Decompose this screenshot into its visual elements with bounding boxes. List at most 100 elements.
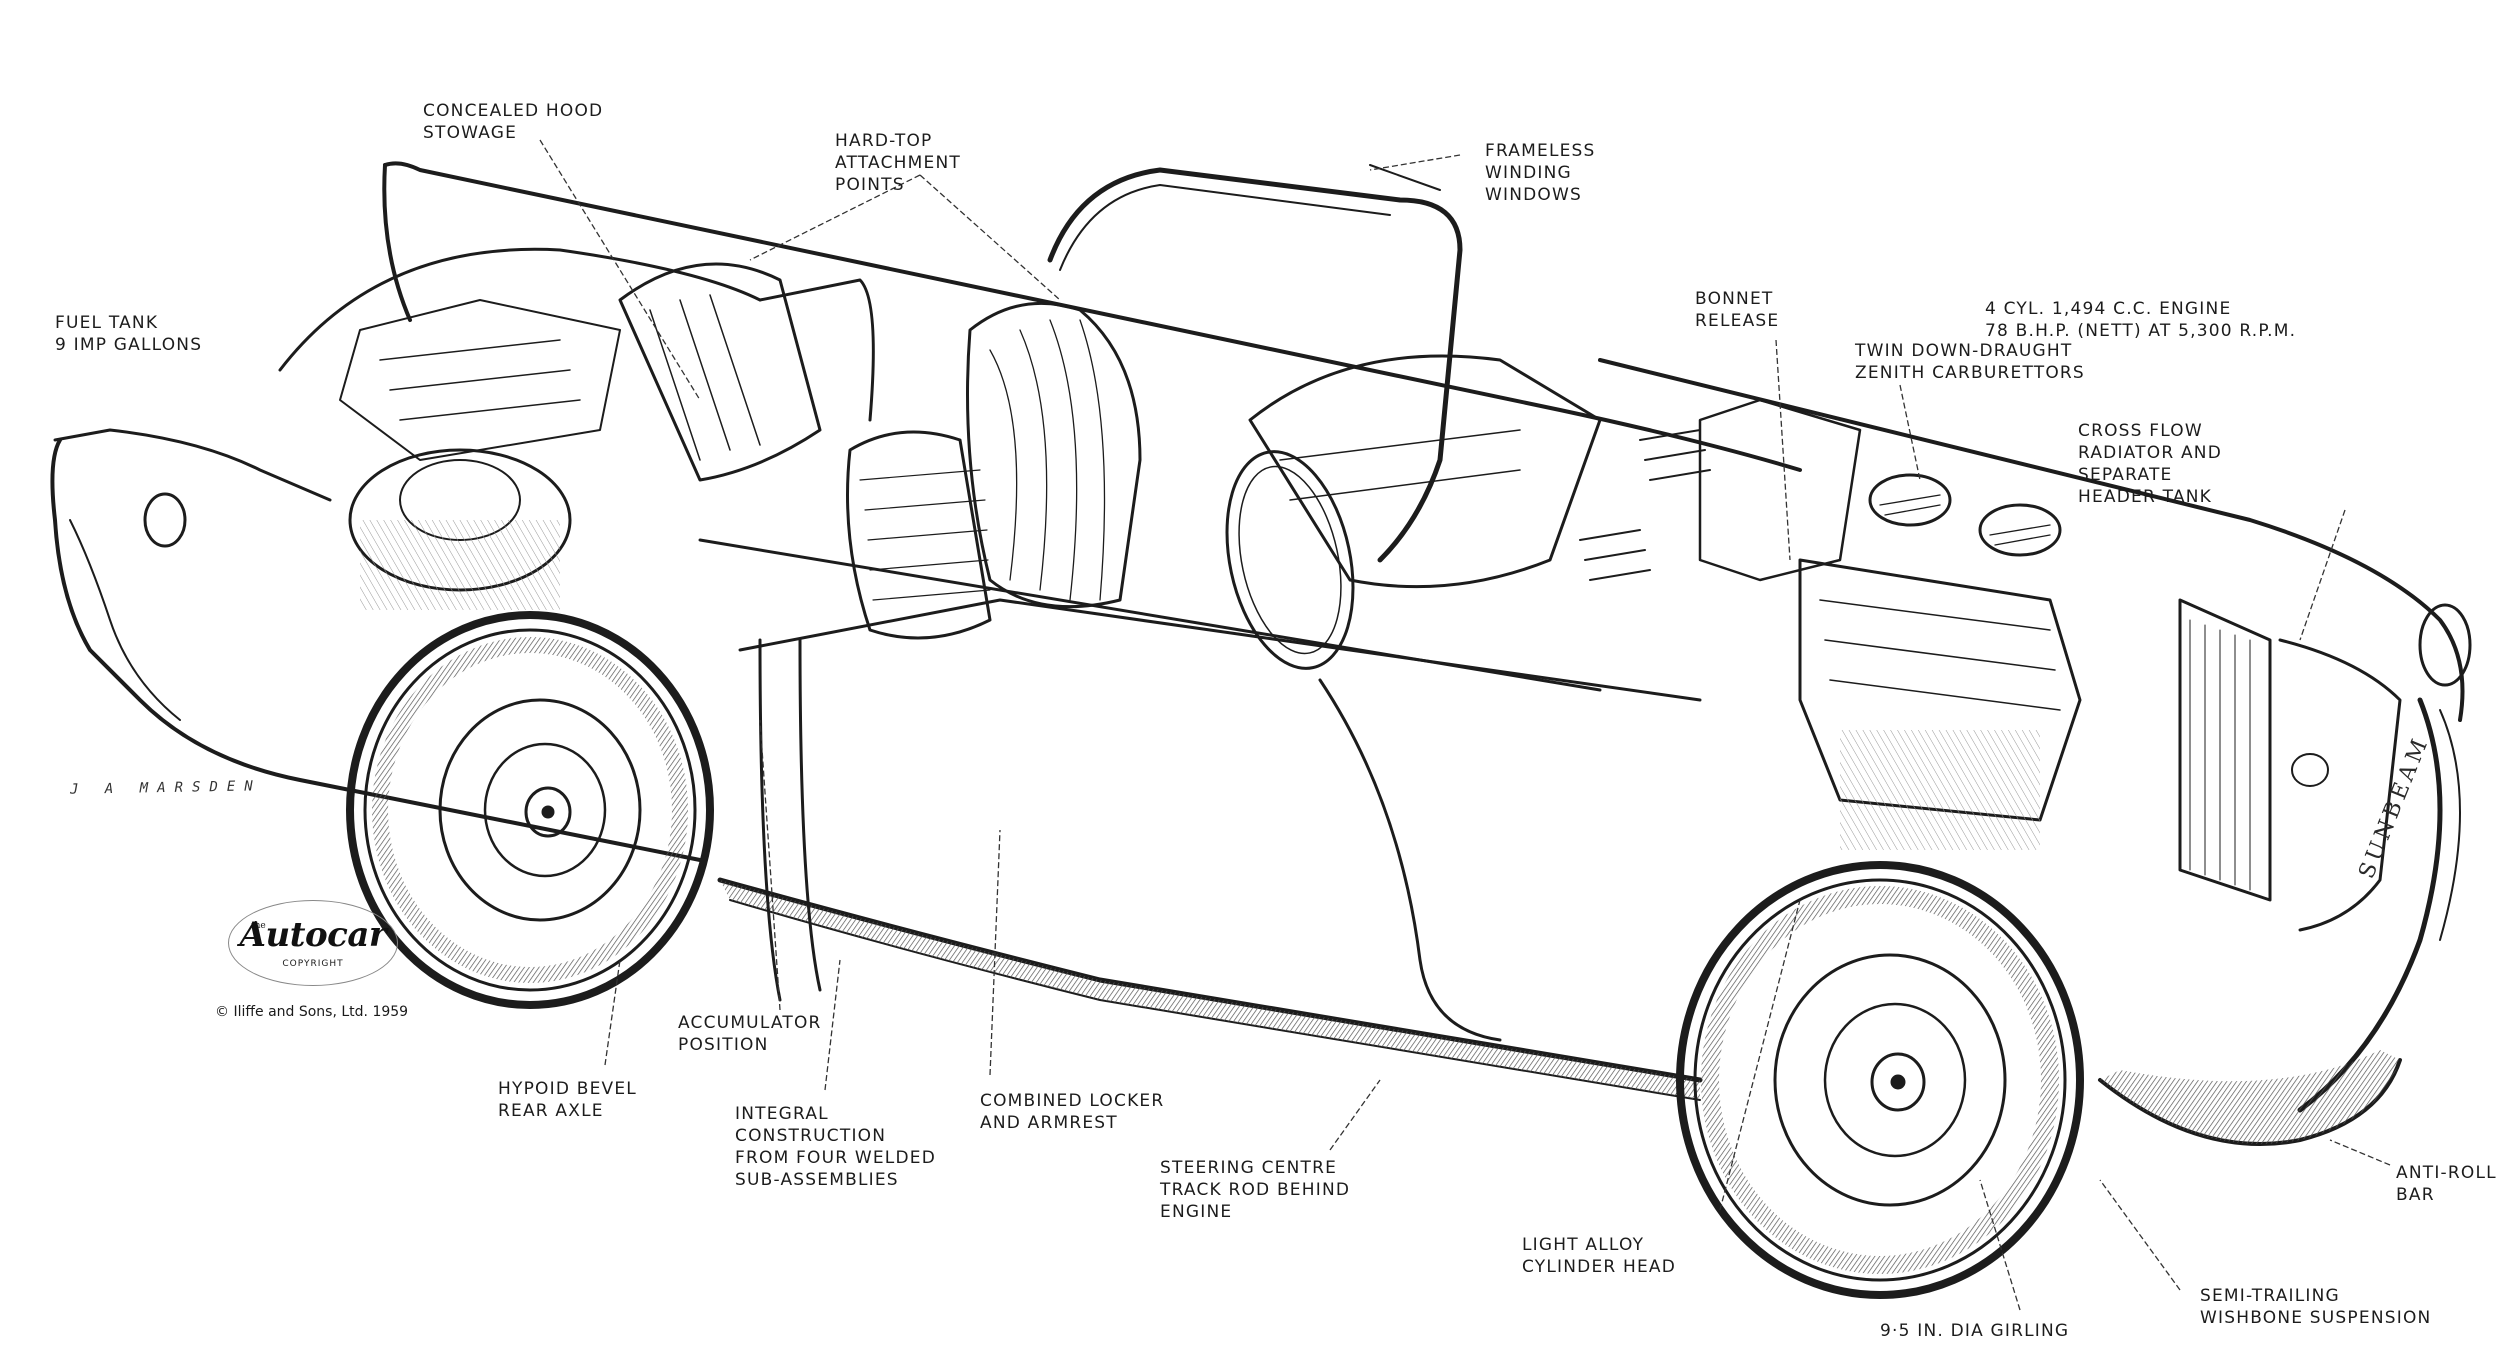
- label-line: POINTS: [835, 175, 905, 195]
- body-sill: [717, 877, 1703, 1083]
- sill-shading: [720, 880, 1700, 1100]
- label-integral-construction: INTEGRAL CONSTRUCTION FROM FOUR WELDED S…: [735, 1103, 936, 1191]
- label-girling-brakes: 9·5 IN. DIA GIRLING: [1880, 1320, 2069, 1342]
- label-line: SEPARATE: [2078, 465, 2173, 485]
- label-line: WISHBONE SUSPENSION: [2200, 1308, 2432, 1328]
- label-line: 9 IMP GALLONS: [55, 335, 203, 355]
- label-line: ZENITH CARBURETTORS: [1855, 363, 2085, 383]
- label-line: RADIATOR AND: [2078, 443, 2222, 463]
- label-light-alloy-cylinder-head: LIGHT ALLOY CYLINDER HEAD: [1522, 1234, 1676, 1278]
- seat-back: [966, 301, 1142, 609]
- dashboard: [1248, 354, 1602, 589]
- label-line: CONCEALED HOOD: [423, 101, 604, 121]
- label-line: LIGHT ALLOY: [1522, 1235, 1645, 1255]
- label-line: ACCUMULATOR: [678, 1013, 822, 1033]
- leader-girling: [1979, 1179, 2021, 1311]
- autocar-logo: the Autocar COPYRIGHT: [228, 900, 398, 986]
- label-twin-carburettors: TWIN DOWN-DRAUGHT ZENITH CARBURETTORS: [1855, 340, 2085, 384]
- label-engine-spec: 4 CYL. 1,494 C.C. ENGINE 78 B.H.P. (NETT…: [1985, 298, 2296, 342]
- hood-stowage: [618, 262, 822, 482]
- label-cross-flow-radiator: CROSS FLOW RADIATOR AND SEPARATE HEADER …: [2078, 420, 2222, 508]
- label-line: HYPOID BEVEL: [498, 1079, 637, 1099]
- leader-hood-stowage: [539, 139, 701, 401]
- label-line: 4 CYL. 1,494 C.C. ENGINE: [1985, 299, 2232, 319]
- windscreen-frame: [1047, 167, 1463, 563]
- boot-opening: [278, 247, 762, 372]
- label-line: WINDOWS: [1485, 185, 1583, 205]
- leader-bonnet-release: [1775, 339, 1791, 561]
- label-line: WINDING: [1485, 163, 1572, 183]
- label-line: INTEGRAL: [735, 1104, 829, 1124]
- label-line: CROSS FLOW: [2078, 421, 2203, 441]
- label-line: REAR AXLE: [498, 1101, 604, 1121]
- label-line: ATTACHMENT: [835, 153, 961, 173]
- door-frame-tube: [738, 598, 1702, 702]
- label-concealed-hood-stowage: CONCEALED HOOD STOWAGE: [423, 100, 603, 144]
- leader-lines: [539, 139, 2391, 1311]
- label-accumulator-position: ACCUMULATOR POSITION: [678, 1012, 822, 1056]
- leader-hypoid: [604, 959, 621, 1066]
- label-combined-locker-armrest: COMBINED LOCKER AND ARMREST: [980, 1090, 1164, 1134]
- label-anti-roll-bar: ANTI-ROLL BAR: [2396, 1162, 2497, 1206]
- label-line: FROM FOUR WELDED: [735, 1148, 937, 1168]
- steering-wheel: [1225, 450, 1355, 670]
- label-line: BONNET: [1695, 289, 1774, 309]
- radiator: [2178, 598, 2272, 902]
- logo-prefix: the: [251, 921, 266, 931]
- label-line: POSITION: [678, 1035, 769, 1055]
- label-line: TRACK ROD BEHIND: [1160, 1180, 1351, 1200]
- leader-steering: [1329, 1079, 1381, 1151]
- bonnet-outline: [1598, 358, 2465, 722]
- logo-name: Autocar: [239, 915, 387, 955]
- leader-anti-roll: [2329, 1139, 2391, 1166]
- seat-cushion: [846, 430, 992, 640]
- label-line: STOWAGE: [423, 123, 518, 143]
- front-badge: [2291, 753, 2329, 787]
- rear-fin-outer: [382, 163, 412, 322]
- front-grille-panel: [2278, 638, 2402, 932]
- label-line: HARD-TOP: [835, 131, 933, 151]
- label-hard-top-attachment-points: HARD-TOP ATTACHMENT POINTS: [835, 130, 961, 196]
- label-line: HEADER TANK: [2078, 487, 2212, 507]
- label-fuel-tank: FUEL TANK 9 IMP GALLONS: [55, 312, 202, 356]
- label-line: ENGINE: [1160, 1202, 1233, 1222]
- bonnet-panel: [1698, 398, 1862, 582]
- window-frame-top: [1369, 164, 1441, 191]
- leader-frameless: [1369, 154, 1461, 171]
- leader-carburettors: [1899, 384, 1921, 481]
- label-bonnet-release: BONNET RELEASE: [1695, 288, 1779, 332]
- front-wheel: [1676, 861, 2084, 1299]
- tail-lamp-housing: [53, 428, 332, 502]
- tail-lamp: [143, 492, 187, 548]
- carburettor-right: [1978, 503, 2062, 557]
- carburettor-left: [1868, 473, 1952, 527]
- label-line: STEERING CENTRE: [1160, 1158, 1338, 1178]
- label-line: TWIN DOWN-DRAUGHT: [1855, 341, 2073, 361]
- leader-hard-top-1: [749, 174, 921, 261]
- copyright-notice: © Iliffe and Sons, Ltd. 1959: [215, 1004, 409, 1020]
- label-line: RELEASE: [1695, 311, 1780, 331]
- headlamp: [2418, 603, 2472, 687]
- tail-panel: [50, 438, 702, 862]
- label-line: ANTI-ROLL: [2396, 1163, 2497, 1183]
- leader-accumulator: [759, 719, 781, 1011]
- label-semi-trailing-wishbone: SEMI-TRAILING WISHBONE SUSPENSION: [2200, 1285, 2431, 1329]
- label-line: SEMI-TRAILING: [2200, 1286, 2340, 1306]
- leader-hard-top-2: [919, 174, 1061, 301]
- label-line: AND ARMREST: [980, 1113, 1118, 1133]
- leader-radiator: [2299, 509, 2346, 641]
- artist-signature: J A MARSDEN: [69, 778, 262, 798]
- label-line: FUEL TANK: [55, 313, 159, 333]
- label-frameless-winding-windows: FRAMELESS WINDING WINDOWS: [1485, 140, 1596, 206]
- label-line: CONSTRUCTION: [735, 1126, 887, 1146]
- label-line: BAR: [2396, 1185, 2435, 1205]
- label-line: CYLINDER HEAD: [1522, 1257, 1677, 1277]
- rear-wheel: [346, 611, 714, 1009]
- label-line: SUB-ASSEMBLIES: [735, 1170, 899, 1190]
- label-hypoid-bevel-rear-axle: HYPOID BEVEL REAR AXLE: [498, 1078, 637, 1122]
- label-line: 78 B.H.P. (NETT) AT 5,300 R.P.M.: [1985, 321, 2297, 341]
- leader-cylinder-head: [1719, 899, 1801, 1211]
- leader-integral: [824, 959, 841, 1091]
- label-line: FRAMELESS: [1485, 141, 1596, 161]
